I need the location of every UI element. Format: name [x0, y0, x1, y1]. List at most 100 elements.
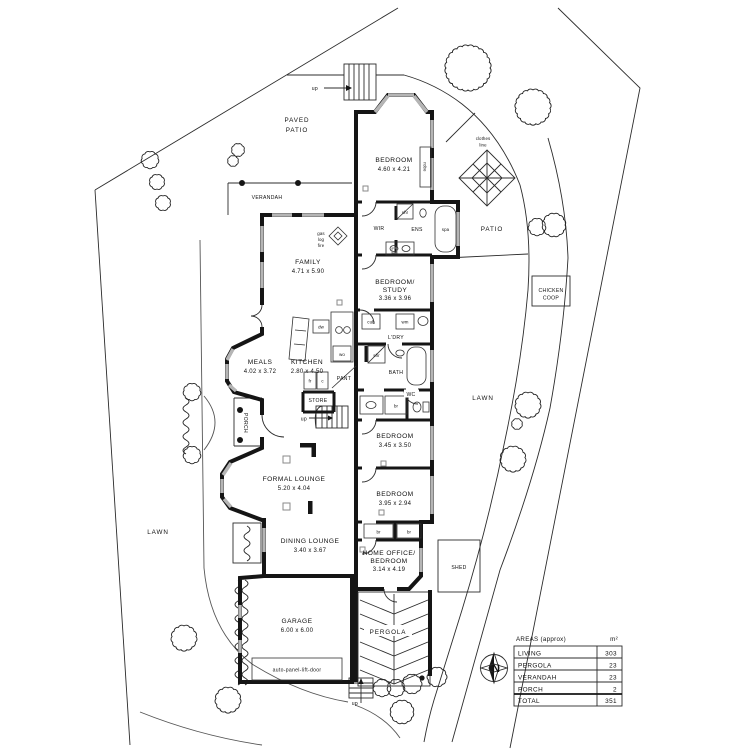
bedroom-3-dims: 3.45 x 3.50	[379, 443, 412, 449]
meals-dims: 4.02 x 3.72	[244, 369, 277, 375]
robe-label: robe	[423, 162, 428, 172]
trees-and-hedges	[140, 44, 567, 725]
hedge-icon	[241, 579, 249, 686]
tree-icon	[514, 88, 552, 126]
washing-machine-label: wm	[401, 320, 408, 325]
stairs-bottom	[348, 677, 374, 703]
formal-lounge-label: FORMAL LOUNGE	[263, 476, 326, 483]
cupboard-label: cub	[367, 320, 375, 325]
compass-north-label: N	[492, 663, 500, 675]
table-row-value: 303	[605, 651, 617, 658]
meals-label: MEALS	[248, 359, 273, 366]
hedge-icon	[243, 525, 251, 562]
clothes-line-label: clothes	[476, 136, 491, 141]
windows	[220, 93, 460, 653]
tree-icon	[401, 673, 423, 695]
pergola-structure	[357, 590, 432, 687]
table-row-value: 23	[609, 675, 617, 682]
gas-fire-label: log	[318, 237, 325, 242]
table-row-label: LIVING	[518, 651, 541, 658]
shed-label: SHED	[451, 565, 466, 571]
spa-label: spa	[442, 227, 450, 232]
gas-fire-label: gas	[317, 231, 325, 236]
tree-icon	[227, 155, 239, 167]
planter-box	[232, 522, 262, 564]
pergola-label: PERGOLA	[370, 629, 407, 636]
tree-icon	[386, 679, 406, 698]
robe-br-label: br	[376, 530, 381, 535]
table-row-label: VERANDAH	[518, 675, 557, 682]
up-label-middle: up	[301, 417, 307, 423]
lawn-left-label: LAWN	[147, 529, 169, 536]
shower-label: shr	[373, 353, 380, 358]
family-label: FAMILY	[295, 259, 321, 266]
wir-label: WIR	[374, 226, 385, 232]
formal-lounge-dims: 5.20 x 4.04	[278, 486, 311, 492]
tree-icon	[149, 174, 165, 190]
tree-icon	[389, 699, 415, 725]
fixtures	[251, 146, 457, 681]
auto-door-label: auto-panel-lift-door	[273, 668, 322, 674]
bedroom-study-dims: 3.36 x 3.96	[379, 296, 412, 302]
bath-label: BATH	[389, 370, 403, 376]
clothes-line-symbol	[458, 149, 516, 207]
table-total-value: 351	[605, 698, 617, 705]
garage-dims: 6.00 x 6.00	[281, 628, 314, 634]
dishwasher-label: dw	[318, 325, 325, 330]
family-dims: 4.71 x 5.90	[292, 269, 325, 275]
table-row-label: PORCH	[518, 687, 543, 694]
dining-lounge-dims: 3.40 x 3.67	[294, 548, 327, 554]
tree-icon	[372, 679, 392, 698]
verandah-outline	[227, 180, 352, 215]
robe-br-label: br	[407, 530, 412, 535]
tree-icon	[527, 218, 547, 237]
table-row-value: 23	[609, 663, 617, 670]
patio-label: PATIO	[481, 226, 503, 233]
store-label: STORE	[309, 398, 328, 404]
chicken-coop-outline	[531, 275, 571, 307]
kitchen-label: KITCHEN	[291, 359, 323, 366]
gas-fire-label: fire	[318, 243, 325, 248]
up-label-top: up	[312, 86, 318, 92]
garage-label: GARAGE	[282, 618, 313, 625]
wall-oven-label: wo	[339, 352, 345, 357]
kitchen-dims: 2.80 x 4.50	[291, 369, 324, 375]
tree-icon	[541, 212, 567, 238]
north-compass: N	[479, 651, 509, 685]
chicken-coop-label: COOP	[543, 296, 560, 302]
tree-icon	[182, 383, 202, 402]
clothes-line-label: line	[479, 143, 487, 148]
tree-icon	[170, 624, 198, 652]
tree-icon	[514, 391, 542, 419]
paved-patio-label: PATIO	[286, 127, 308, 134]
bedroom-main-label: BEDROOM	[375, 157, 412, 164]
dining-lounge-label: DINING LOUNGE	[281, 538, 340, 545]
home-office-label: HOME OFFICE/	[362, 550, 415, 557]
home-office-label: BEDROOM	[370, 558, 407, 565]
verandah-label: VERANDAH	[252, 195, 283, 201]
areas-table-unit: m²	[610, 636, 618, 643]
bedroom-4-dims: 3.95 x 2.94	[379, 501, 412, 507]
bedroom-study-label: STUDY	[383, 287, 408, 294]
tree-icon	[231, 143, 245, 157]
cupboard-c-label: c	[321, 379, 324, 384]
paved-patio-label: PAVED	[285, 117, 310, 124]
table-total-label: TOTAL	[518, 698, 540, 705]
hedge-icon	[182, 397, 190, 455]
bedroom-3-label: BEDROOM	[376, 433, 413, 440]
fridge-label: fr	[309, 379, 312, 384]
home-office-dims: 3.14 x 4.19	[373, 567, 406, 573]
laundry-label: L'DRY	[388, 335, 404, 341]
tree-icon	[511, 418, 523, 430]
lawn-right-label: LAWN	[472, 395, 494, 402]
wc-label: WC	[406, 392, 415, 398]
ens-label: ENS	[411, 227, 423, 233]
bedroom-4-label: BEDROOM	[376, 491, 413, 498]
tree-icon	[214, 686, 242, 714]
robe-br-label: br	[394, 404, 399, 409]
table-row-label: PERGOLA	[518, 663, 552, 670]
bedroom-main-dims: 4.60 x 4.21	[378, 167, 411, 173]
shower-label: shr	[402, 210, 409, 215]
shed-outline	[437, 539, 481, 593]
